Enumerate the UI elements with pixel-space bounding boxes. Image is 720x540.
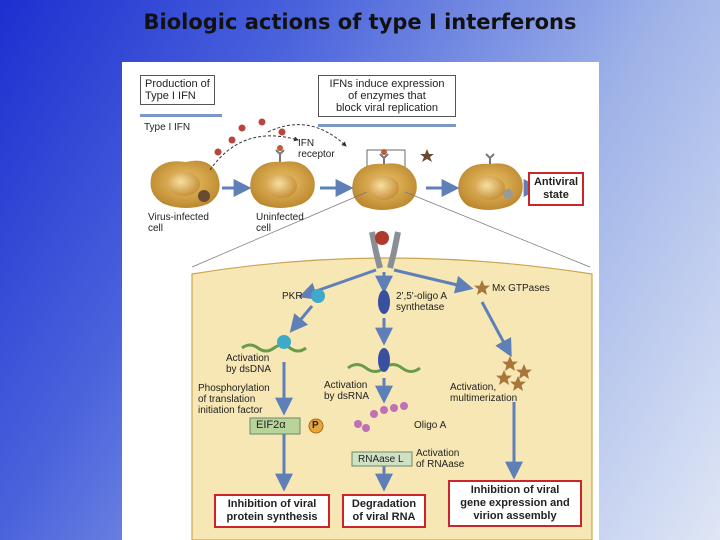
- ifn-receptor-line: IFN: [298, 138, 315, 149]
- ifn-receptor-large: [369, 231, 401, 269]
- production-box: Production of Type I IFN: [140, 75, 215, 105]
- slide-title: Biologic actions of type I interferons: [143, 10, 577, 34]
- mx-gtpase-marker: [474, 280, 490, 295]
- outcome-line: virion assembly: [473, 510, 557, 522]
- virus-infected-cell: [150, 160, 220, 208]
- outcome-inhibition-protein: Inhibition of viral protein synthesis: [214, 494, 330, 528]
- ifn-secretion-path: [209, 135, 299, 171]
- rnaase-l-label: RNAase L: [358, 454, 404, 465]
- activation-multimerization-label: Activation, multimerization: [450, 382, 517, 404]
- outcome-inhibition-gene: Inhibition of viral gene expression and …: [448, 480, 582, 527]
- antiviral-line: Antiviral: [533, 176, 578, 188]
- uninfected-line: Uninfected: [256, 212, 304, 223]
- mx-gtpases-label: Mx GTPases: [492, 283, 550, 294]
- outcome-line: protein synthesis: [226, 511, 318, 523]
- production-box-line: Type I IFN: [145, 90, 196, 102]
- oligo-synthetase-marker: [378, 290, 390, 314]
- dsrna-line: by dsRNA: [324, 391, 370, 402]
- phosphorylation-line: of translation: [198, 394, 256, 405]
- ifn-stimulated-cell: [352, 149, 434, 210]
- induce-box-line: of enzymes that: [348, 90, 426, 102]
- production-underline: [140, 114, 222, 117]
- induce-box: IFNs induce expression of enzymes that b…: [318, 75, 456, 117]
- multimerization-line: Activation,: [450, 382, 497, 393]
- antiviral-state-cell: [458, 153, 523, 210]
- outcome-line: Inhibition of viral: [227, 498, 317, 510]
- virus-infected-line: Virus-infected: [148, 212, 209, 223]
- uninfected-cell: [250, 145, 315, 208]
- outcome-line: Inhibition of viral: [470, 484, 560, 496]
- induce-box-line: IFNs induce expression: [329, 78, 445, 90]
- activation-rnaase-label: Activation of RNAase: [416, 448, 464, 470]
- uninfected-cell-label: Uninfected cell: [256, 212, 304, 234]
- p-badge: P: [312, 420, 319, 431]
- pkr-label: PKR: [282, 291, 303, 302]
- uninfected-line: cell: [256, 223, 272, 234]
- activation-dsrna-label: Activation by dsRNA: [324, 380, 369, 402]
- dsrna-line: Activation: [324, 380, 368, 391]
- rnaase-line: of RNAase: [416, 459, 465, 470]
- outcome-line: of viral RNA: [352, 511, 416, 523]
- type1-ifn-label: Type I IFN: [144, 122, 191, 133]
- dsdna-line: Activation: [226, 353, 270, 364]
- mx-multimer: [496, 356, 532, 391]
- production-box-line: Production of: [145, 78, 210, 90]
- antiviral-line: state: [543, 189, 569, 201]
- ifn-particles: [214, 118, 286, 156]
- induce-box-line: block viral replication: [335, 102, 439, 114]
- phosphorylation-line: initiation factor: [198, 405, 263, 416]
- oligo-synthetase-line: 2',5'-oligo A: [396, 291, 448, 302]
- phosphorylation-label: Phosphorylation of translation initiatio…: [198, 383, 270, 416]
- oligo-synthetase-label: 2',5'-oligo A synthetase: [396, 291, 447, 313]
- antiviral-state-box: Antiviral state: [528, 172, 584, 206]
- ifn-receptor-label: IFN receptor: [298, 138, 335, 160]
- pkr-marker: [311, 289, 325, 303]
- rnaase-line: Activation: [416, 448, 460, 459]
- ifn-receptor-line: receptor: [298, 149, 335, 160]
- dsdna-line: by dsDNA: [226, 364, 272, 375]
- outcome-line: gene expression and: [460, 497, 570, 509]
- diagram-graphics: [140, 114, 593, 540]
- induce-underline: [318, 124, 456, 127]
- eif2a-label: EIF2α: [256, 419, 286, 431]
- phosphorylation-line: Phosphorylation: [198, 383, 270, 394]
- outcome-degradation: Degradation of viral RNA: [342, 494, 426, 528]
- activation-dsdna-label: Activation by dsDNA: [226, 353, 271, 375]
- virus-infected-cell-label: Virus-infected cell: [148, 212, 209, 234]
- interferon-diagram: Production of Type I IFN IFNs induce exp…: [122, 62, 599, 540]
- oligo-a-label: Oligo A: [414, 420, 447, 431]
- oligo-synthetase-line: synthetase: [396, 302, 445, 313]
- outcome-line: Degradation: [351, 498, 417, 510]
- multimerization-line: multimerization: [450, 393, 518, 404]
- virus-infected-line: cell: [148, 223, 164, 234]
